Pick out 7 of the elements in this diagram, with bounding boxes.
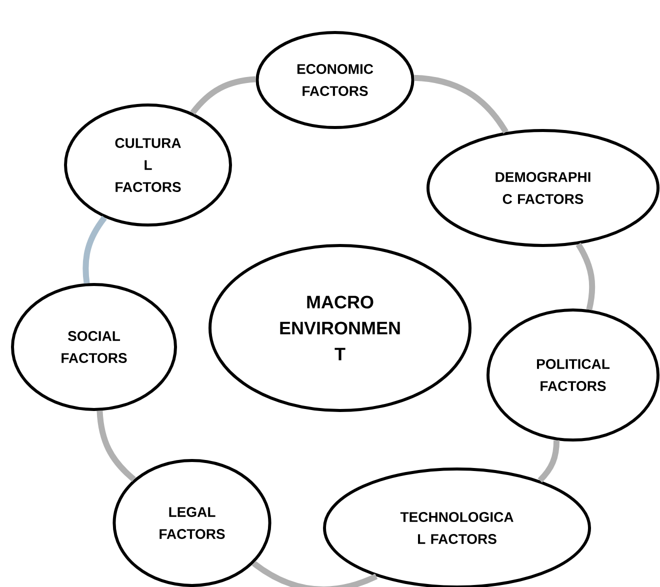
ring-segment xyxy=(414,74,508,134)
ring-segment xyxy=(82,216,107,284)
ring-segment xyxy=(576,242,596,310)
ring-segment xyxy=(190,76,256,115)
ring-segment xyxy=(252,560,378,587)
ring-segment xyxy=(96,410,136,482)
ring-segment xyxy=(538,440,560,483)
